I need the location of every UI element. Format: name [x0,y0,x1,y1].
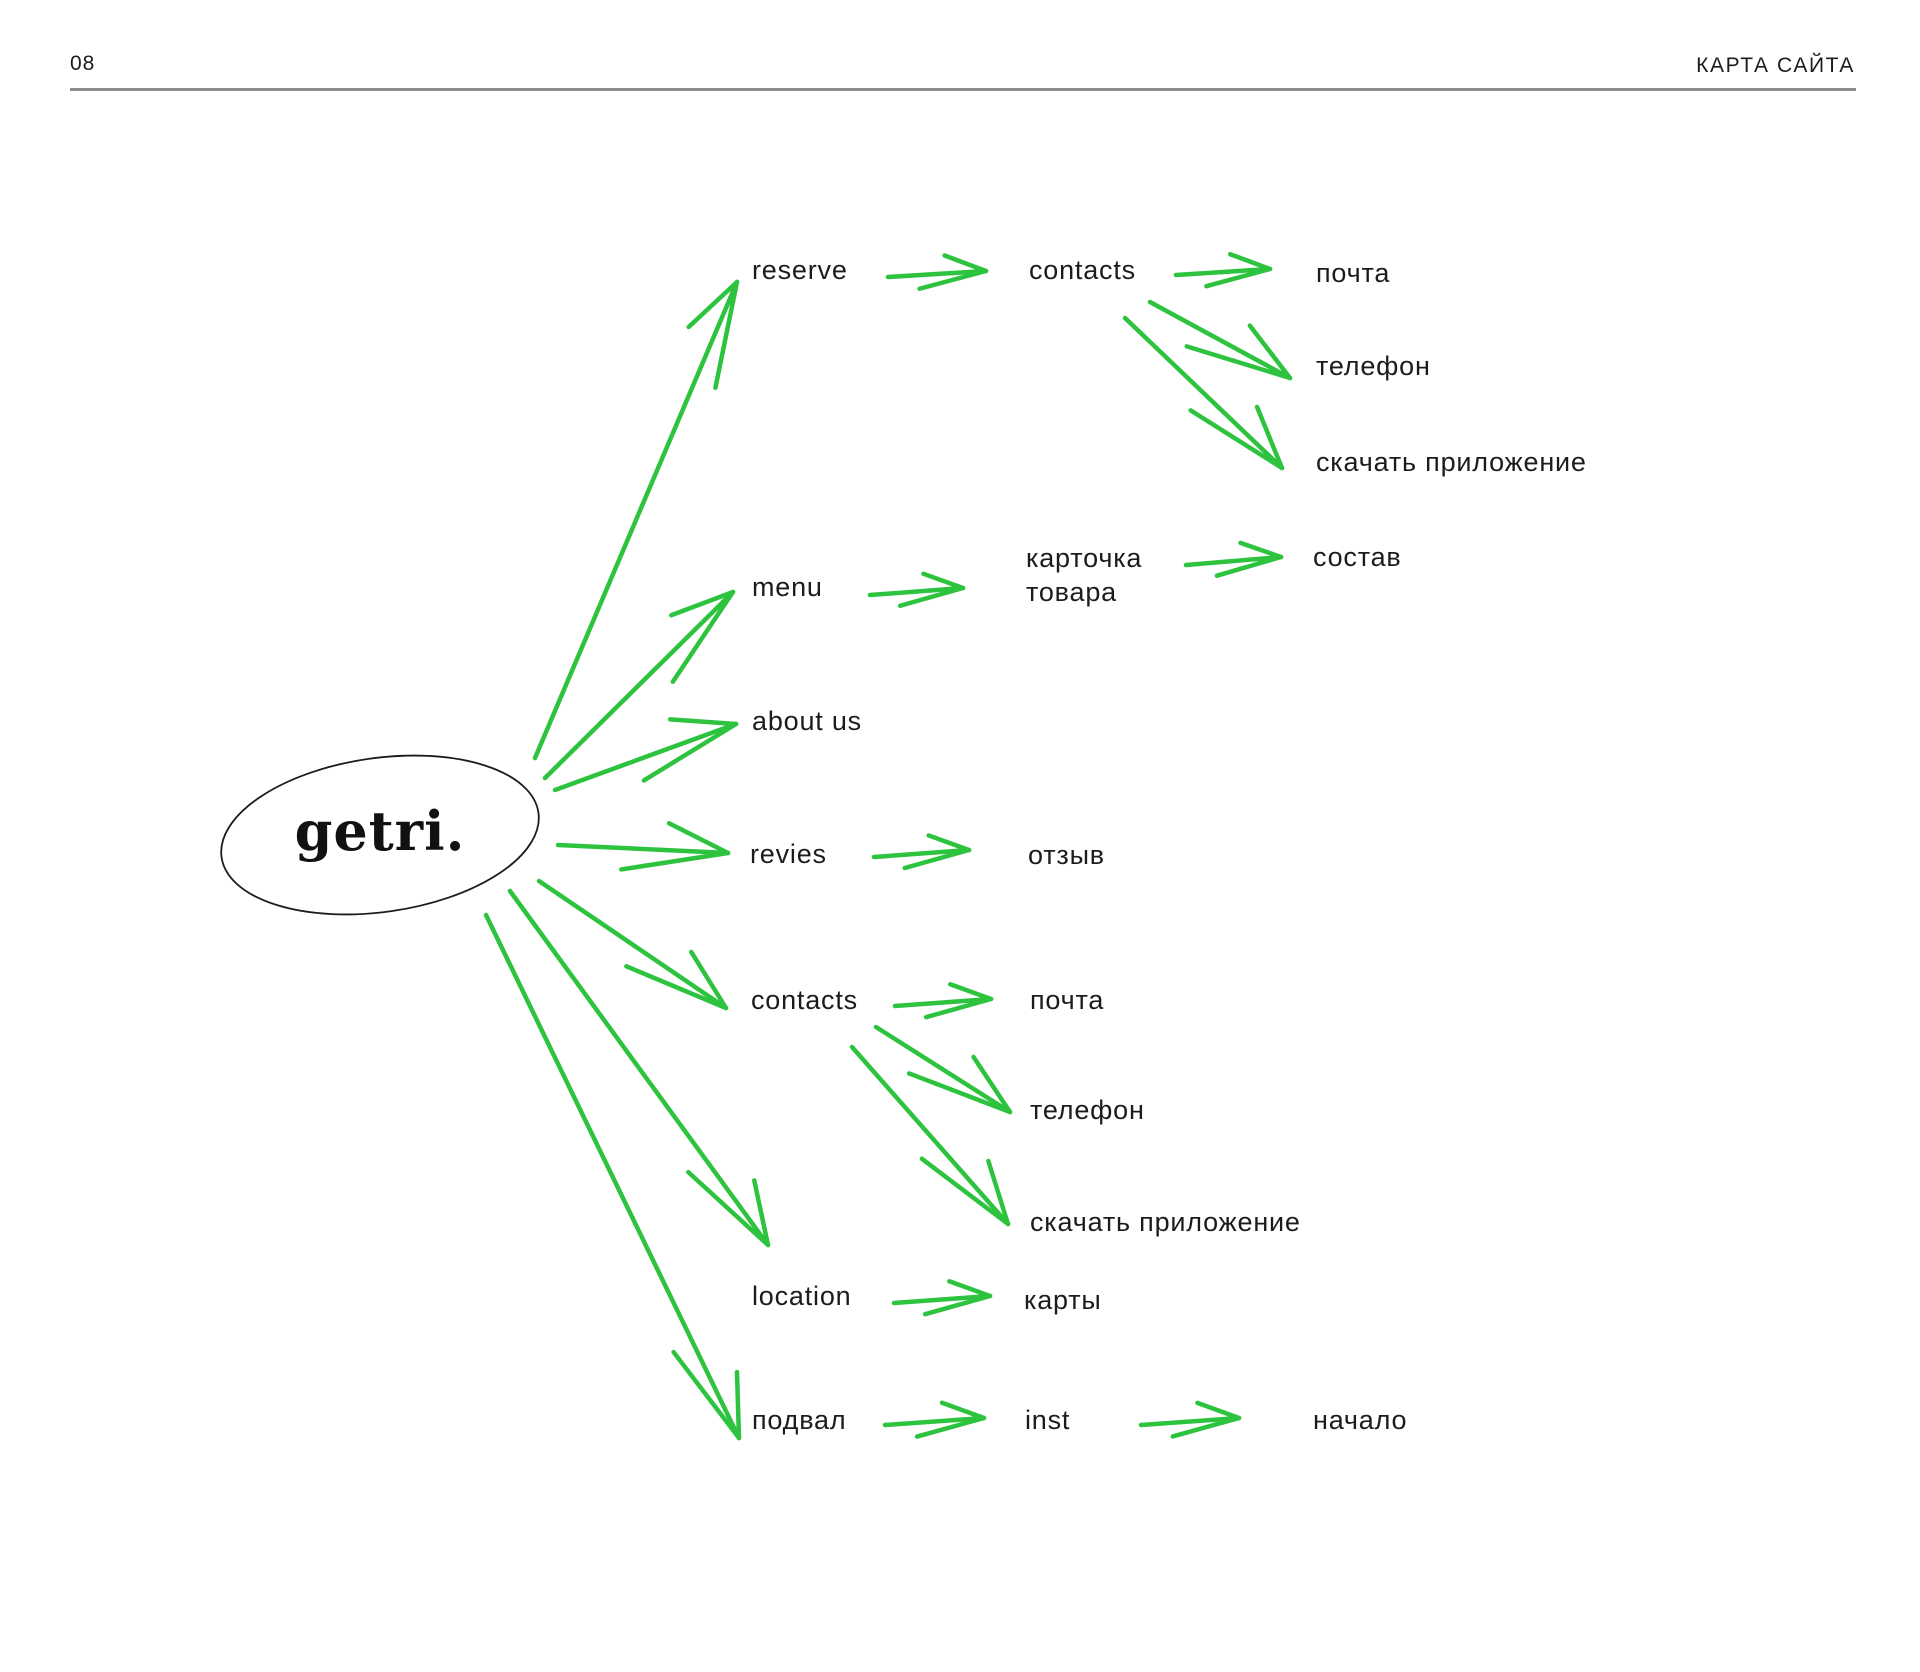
arrow-layer [483,251,1293,1441]
section-title: КАРТА САЙТА [1696,54,1855,77]
node-skachat-1: скачать приложение [1316,447,1587,477]
node-nachalo: начало [1313,1405,1408,1435]
arrow-podval-to-inst [882,1400,987,1439]
node-sostav: состав [1313,542,1402,572]
node-revies: revies [750,839,827,869]
node-pochta-1: почта [1316,258,1391,288]
arrow-contacts-2-to-telefon-2 [873,1024,1013,1115]
arrow-getri-to-location [507,888,771,1248]
arrow-revies-to-otzyv [871,833,972,871]
node-about-us: about us [752,706,862,736]
node-kartochka: карточка товара [1026,543,1143,607]
arrow-menu-to-kartochka [867,571,966,608]
arrow-getri-to-revies [555,821,731,872]
node-pochta-2: почта [1030,985,1105,1015]
node-podval: подвал [752,1405,847,1435]
arrow-inst-to-nachalo [1138,1400,1242,1439]
arrow-contacts-1-to-pochta-1 [1173,251,1273,289]
root-node-label: getri. [294,799,466,863]
node-telefon-2: телефон [1030,1095,1145,1125]
arrow-contacts-1-to-telefon-1 [1147,299,1293,381]
node-inst: inst [1025,1405,1071,1435]
arrow-contacts-2-to-skachat-2 [849,1044,1011,1227]
arrow-kartochka-to-sostav [1183,540,1284,578]
node-reserve: reserve [752,255,848,285]
arrow-getri-to-menu [542,589,736,781]
node-location: location [752,1281,852,1311]
arrow-getri-to-podval [483,912,742,1441]
node-otzyv: отзыв [1028,840,1105,870]
arrow-contacts-2-to-pochta-2 [892,982,994,1020]
node-skachat-2: скачать приложение [1030,1207,1301,1237]
node-contacts-1: contacts [1029,255,1136,285]
node-menu: menu [752,572,823,602]
node-contacts-2: contacts [751,985,858,1015]
header-rule [70,88,1856,91]
arrow-getri-to-contacts-2 [536,878,729,1011]
page-number: 08 [70,52,96,75]
arrow-location-to-karty [891,1279,993,1317]
arrow-getri-to-reserve [532,279,740,761]
node-telefon-1: телефон [1316,351,1431,381]
arrow-contacts-1-to-skachat-1 [1122,315,1285,471]
arrow-getri-to-about-us [552,717,739,793]
node-karty: карты [1024,1285,1102,1315]
root-ellipse [220,754,540,916]
arrow-reserve-to-contacts-1 [885,253,989,291]
